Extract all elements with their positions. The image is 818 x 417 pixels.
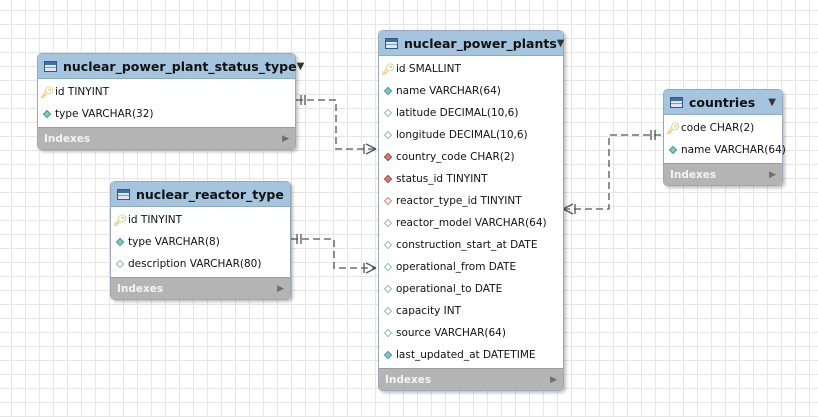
expand-arrow-icon[interactable]: ▶ [282, 133, 289, 144]
table-nuclear-reactor-type[interactable]: nuclear_reactor_type 🔑︎ id TINYINT type … [110, 181, 291, 300]
column-label: id TINYINT [128, 214, 183, 226]
column-row[interactable]: type VARCHAR(32) [38, 103, 295, 125]
table-title: nuclear_reactor_type [136, 186, 284, 202]
indexes-bar[interactable]: Indexes ▶ [379, 368, 563, 390]
column-label: code CHAR(2) [681, 122, 755, 134]
column-row[interactable]: description VARCHAR(80) [111, 253, 290, 275]
column-row[interactable]: latitude DECIMAL(10,6) [379, 102, 563, 124]
column-row[interactable]: name VARCHAR(64) [379, 80, 563, 102]
column-diamond-icon [383, 350, 393, 360]
foreign-key-icon [383, 174, 393, 184]
table-header[interactable]: countries ▼ [664, 90, 782, 115]
column-label: reactor_model VARCHAR(64) [396, 217, 547, 229]
table-nuclear-power-plant-status-type[interactable]: nuclear_power_plant_status_type ▼ 🔑︎ id … [37, 53, 304, 150]
column-row[interactable]: capacity INT [379, 300, 563, 322]
column-label: last_updated_at DATETIME [396, 349, 536, 361]
column-row[interactable]: status_id TINYINT [379, 168, 563, 190]
table-title: countries [689, 94, 756, 110]
column-label: capacity INT [396, 305, 462, 317]
column-label: source VARCHAR(64) [396, 327, 506, 339]
table-nuclear-power-plants[interactable]: nuclear_power_plants ▼ 🔑︎ id SMALLINT na… [378, 30, 564, 391]
nullable-column-icon [383, 240, 393, 250]
column-label: type VARCHAR(8) [128, 236, 220, 248]
column-label: id TINYINT [55, 86, 110, 98]
relationship-reactor-type-to-plants [291, 234, 377, 274]
indexes-label: Indexes [385, 373, 432, 386]
column-label: name VARCHAR(64) [681, 144, 786, 156]
column-diamond-icon [115, 237, 125, 247]
nullable-column-icon [115, 259, 125, 269]
indexes-label: Indexes [670, 168, 717, 181]
indexes-bar[interactable]: Indexes ▶ [664, 163, 782, 185]
table-icon [44, 60, 57, 72]
nullable-column-icon [383, 306, 393, 316]
nullable-column-icon [383, 108, 393, 118]
column-row[interactable]: name VARCHAR(64) [664, 139, 786, 161]
nullable-column-icon [383, 284, 393, 294]
nullable-column-icon [383, 218, 393, 228]
relationship-countries-to-plants [562, 130, 661, 215]
expand-arrow-icon[interactable]: ▶ [550, 374, 557, 385]
column-label: operational_to DATE [396, 283, 503, 295]
table-header[interactable]: nuclear_power_plants ▼ [379, 31, 565, 56]
column-row[interactable]: reactor_model VARCHAR(64) [379, 212, 563, 234]
column-row[interactable]: operational_from DATE [379, 256, 563, 278]
column-label: type VARCHAR(32) [55, 108, 154, 120]
column-row[interactable]: longitude DECIMAL(10,6) [379, 124, 563, 146]
nullable-column-icon [383, 328, 393, 338]
column-label: construction_start_at DATE [396, 239, 538, 251]
column-row[interactable]: country_code CHAR(2) [379, 146, 563, 168]
column-row[interactable]: operational_to DATE [379, 278, 563, 300]
column-label: latitude DECIMAL(10,6) [396, 107, 519, 119]
column-diamond-icon [42, 109, 52, 119]
column-row[interactable]: type VARCHAR(8) [111, 231, 290, 253]
column-label: operational_from DATE [396, 261, 517, 273]
column-row[interactable]: last_updated_at DATETIME [379, 344, 563, 366]
indexes-label: Indexes [44, 132, 91, 145]
column-diamond-icon [668, 145, 678, 155]
nullable-foreign-key-icon [383, 196, 393, 206]
nullable-column-icon [383, 130, 393, 140]
collapse-triangle-icon[interactable]: ▼ [768, 96, 776, 108]
table-icon [385, 37, 398, 49]
column-row[interactable]: 🔑︎ id TINYINT [38, 81, 295, 103]
expand-arrow-icon[interactable]: ▶ [769, 169, 776, 180]
key-icon: 🔑︎ [666, 121, 680, 135]
foreign-key-icon [383, 152, 393, 162]
table-header[interactable]: nuclear_power_plant_status_type ▼ [38, 54, 304, 79]
indexes-label: Indexes [117, 282, 164, 295]
expand-arrow-icon[interactable]: ▶ [277, 283, 284, 294]
column-row[interactable]: 🔑︎ id TINYINT [111, 209, 290, 231]
column-label: name VARCHAR(64) [396, 85, 501, 97]
column-row[interactable]: construction_start_at DATE [379, 234, 563, 256]
indexes-bar[interactable]: Indexes ▶ [38, 127, 295, 149]
column-label: id SMALLINT [396, 63, 461, 75]
collapse-triangle-icon[interactable]: ▼ [296, 60, 305, 72]
column-label: reactor_type_id TINYINT [396, 195, 522, 207]
table-title: nuclear_power_plant_status_type [63, 58, 297, 74]
key-icon: 🔑︎ [113, 213, 127, 227]
table-icon [670, 96, 683, 108]
column-row[interactable]: reactor_type_id TINYINT [379, 190, 563, 212]
key-icon: 🔑︎ [381, 62, 395, 76]
indexes-bar[interactable]: Indexes ▶ [111, 277, 290, 299]
column-row[interactable]: 🔑︎ code CHAR(2) [664, 117, 782, 139]
column-diamond-icon [383, 86, 393, 96]
table-countries[interactable]: countries ▼ 🔑︎ code CHAR(2) name VARCHAR… [663, 89, 786, 186]
table-title: nuclear_power_plants [404, 35, 557, 51]
collapse-triangle-icon[interactable]: ▼ [556, 37, 565, 49]
column-label: description VARCHAR(80) [128, 258, 262, 270]
column-label: status_id TINYINT [396, 173, 488, 185]
column-row[interactable]: 🔑︎ id SMALLINT [379, 58, 563, 80]
nullable-column-icon [383, 262, 393, 272]
table-header[interactable]: nuclear_reactor_type [111, 182, 290, 207]
key-icon: 🔑︎ [40, 85, 54, 99]
column-label: country_code CHAR(2) [396, 151, 515, 163]
column-row[interactable]: source VARCHAR(64) [379, 322, 563, 344]
relationship-status-to-plants [296, 95, 377, 155]
table-icon [117, 188, 130, 200]
column-label: longitude DECIMAL(10,6) [396, 129, 528, 141]
